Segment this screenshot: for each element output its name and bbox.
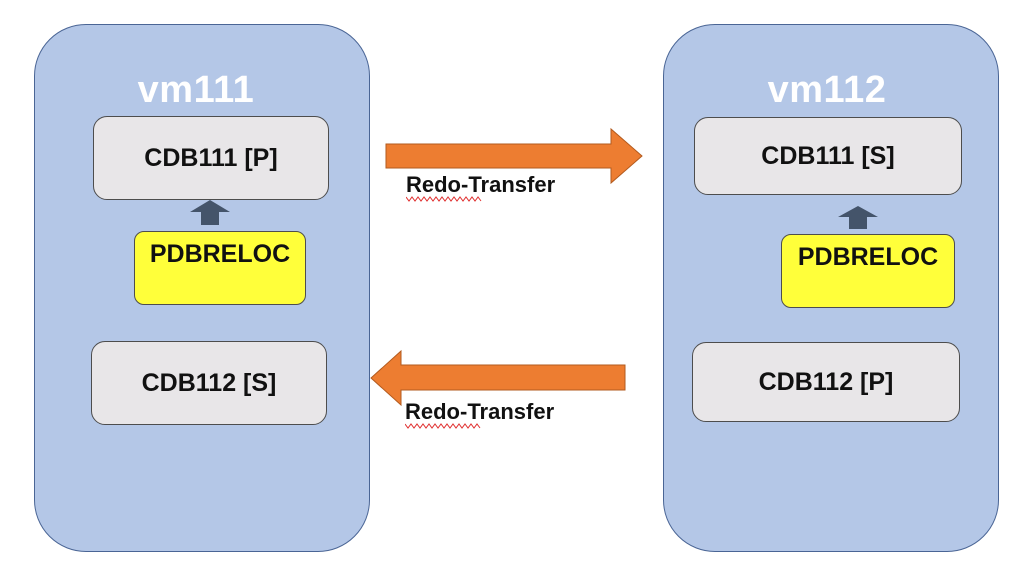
cdb-box-cdb112-primary: CDB112 [P]	[692, 342, 960, 422]
vm-title: vm112	[767, 69, 887, 111]
left-arrow-icon	[370, 349, 626, 407]
cdb-box-cdb111-standby: CDB111 [S]	[694, 117, 962, 195]
spellcheck-underline	[405, 423, 481, 429]
pdb-box-pdbreloc: PDBRELOC	[781, 234, 955, 308]
spellcheck-underline	[406, 196, 482, 202]
right-arrow-icon	[385, 127, 643, 185]
cdb-box-cdb111-primary: CDB111 [P]	[93, 116, 329, 200]
up-arrow-icon	[838, 206, 878, 229]
pdb-box-pdbreloc: PDBRELOC	[134, 231, 306, 305]
transfer-label-top: Redo-Transfer	[406, 172, 556, 197]
up-arrow-icon	[190, 200, 230, 225]
vm-title: vm111	[137, 69, 255, 111]
transfer-label-bottom: Redo-Transfer	[405, 399, 555, 424]
cdb-box-cdb112-standby: CDB112 [S]	[91, 341, 327, 425]
